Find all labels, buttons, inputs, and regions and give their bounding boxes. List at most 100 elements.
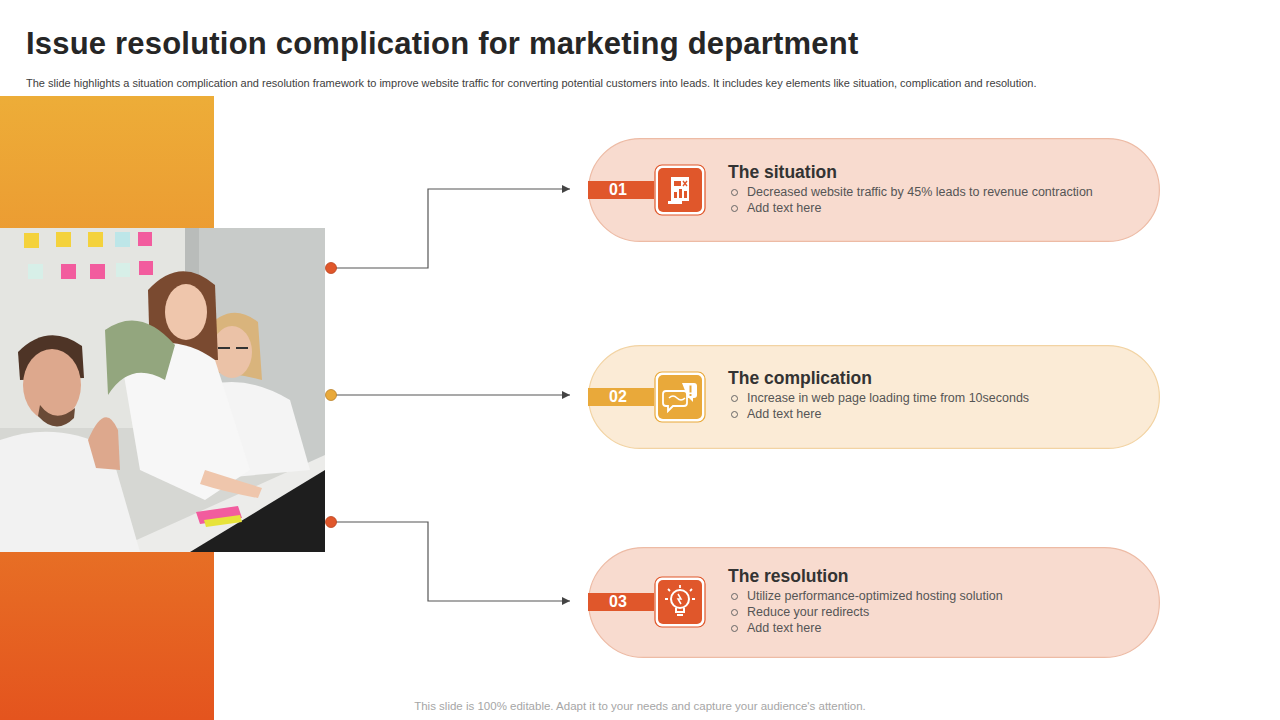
sticky-note — [24, 233, 39, 248]
pill-outline — [589, 547, 1160, 657]
icon-part — [674, 181, 681, 186]
stage-pill: 01 The situationDecreased website traffic… — [588, 138, 1160, 242]
sticky-note — [115, 232, 130, 247]
icon-part — [679, 189, 682, 198]
icon-part — [676, 608, 684, 615]
bullet-text: Reduce your redirects — [747, 605, 869, 619]
stage-heading: The complication — [728, 367, 1136, 389]
number-tab: 01 — [588, 181, 654, 199]
leader-line — [336, 189, 570, 268]
bullet-row: Decreased website traffic by 45% leads t… — [728, 184, 1136, 200]
bullet-row: Reduce your redirects — [728, 604, 1136, 620]
number-tab: 03 — [588, 593, 654, 611]
person-beard — [38, 405, 75, 427]
footer-note: This slide is 100% editable. Adapt it to… — [0, 700, 1280, 712]
person-shirt — [0, 432, 140, 552]
icon-part — [671, 590, 689, 608]
bullet-row: Add text here — [728, 406, 1136, 422]
bullet-text: Add text here — [747, 201, 821, 215]
slide-subtitle: The slide highlights a situation complic… — [26, 76, 1261, 90]
bullet-marker — [731, 411, 738, 418]
text-column: The resolutionUtilize performance-optimi… — [728, 565, 1136, 636]
icon-fill — [658, 375, 702, 419]
sticky-note — [56, 232, 71, 247]
icon-fill — [658, 580, 702, 624]
icon-drawing — [665, 585, 695, 615]
icon-part — [683, 181, 687, 186]
bullet-marker — [731, 625, 738, 632]
step-number: 02 — [588, 388, 648, 406]
icon-part — [663, 391, 687, 411]
number-tab: 02 — [588, 388, 654, 406]
bullet-marker — [731, 189, 738, 196]
stage-pill: 03 The resolutionUtilize performance-opti… — [588, 547, 1160, 658]
bullet-row: Add text here — [728, 620, 1136, 636]
bullet-text: Add text here — [747, 621, 821, 635]
team-photo — [0, 228, 325, 552]
pill-outline — [589, 139, 1160, 242]
photo-monitor — [190, 470, 325, 552]
icon-frame — [655, 372, 705, 422]
icon-part — [678, 594, 681, 604]
bullet-marker — [731, 593, 738, 600]
slide-title: Issue resolution complication for market… — [26, 26, 858, 62]
bullet-row: Add text here — [728, 200, 1136, 216]
person-sweater — [105, 320, 175, 395]
bullet-text: Add text here — [747, 407, 821, 421]
bullet-row: Increase in web page loading time from 1… — [728, 390, 1136, 406]
text-column: The situationDecreased website traffic b… — [728, 161, 1136, 216]
icon-frame — [655, 577, 705, 627]
icon-frame — [655, 165, 705, 215]
person-arm — [200, 470, 262, 498]
icon-part — [684, 191, 687, 198]
person-hand — [88, 417, 120, 470]
sticky-note — [90, 264, 105, 279]
stage-pill: 02 The complicationIncrease in web page l… — [588, 345, 1160, 449]
icon-part — [668, 201, 682, 204]
icon-glyph — [658, 168, 702, 212]
text-column: The complicationIncrease in web page loa… — [728, 367, 1136, 422]
anchor-dot — [326, 263, 337, 274]
icon-drawing — [668, 177, 689, 204]
person-glasses — [218, 347, 248, 349]
photo-wall — [0, 228, 325, 552]
icon-fill — [658, 168, 702, 212]
sticky-note — [116, 263, 130, 277]
leader-lines — [326, 189, 571, 601]
leader-line — [336, 522, 570, 601]
stage-heading: The resolution — [728, 565, 1136, 587]
icon-part — [669, 396, 685, 400]
stage-icon — [654, 164, 706, 216]
pill-outline — [589, 345, 1160, 448]
bullet-marker — [731, 205, 738, 212]
icon-part — [690, 394, 692, 396]
bullet-row: Utilize performance-optimized hosting so… — [728, 588, 1136, 604]
bullet-text: Increase in web page loading time from 1… — [747, 391, 1029, 405]
step-number: 03 — [588, 593, 648, 611]
bullet-text: Utilize performance-optimized hosting so… — [747, 589, 1003, 603]
sticky-note — [204, 515, 242, 527]
icon-part — [674, 192, 677, 198]
person-face — [165, 284, 207, 340]
leader-line — [336, 394, 570, 395]
sticky-note — [88, 232, 103, 247]
stage-icon — [654, 371, 706, 423]
stage-heading: The situation — [728, 161, 1136, 183]
icon-glyph — [658, 375, 702, 419]
bullet-marker — [731, 395, 738, 402]
sticky-note — [139, 261, 153, 275]
icon-drawing — [663, 383, 697, 411]
step-number: 01 — [588, 181, 648, 199]
icon-part — [690, 385, 692, 392]
anchor-dot — [326, 517, 337, 528]
icon-glyph — [658, 580, 702, 624]
bullet-marker — [731, 609, 738, 616]
bullet-text: Decreased website traffic by 45% leads t… — [747, 185, 1093, 199]
icon-part — [671, 177, 689, 201]
stage-icon — [654, 576, 706, 628]
sticky-note — [28, 264, 43, 279]
sticky-note — [61, 264, 76, 279]
anchor-dot — [326, 390, 337, 401]
sticky-note — [138, 232, 152, 246]
